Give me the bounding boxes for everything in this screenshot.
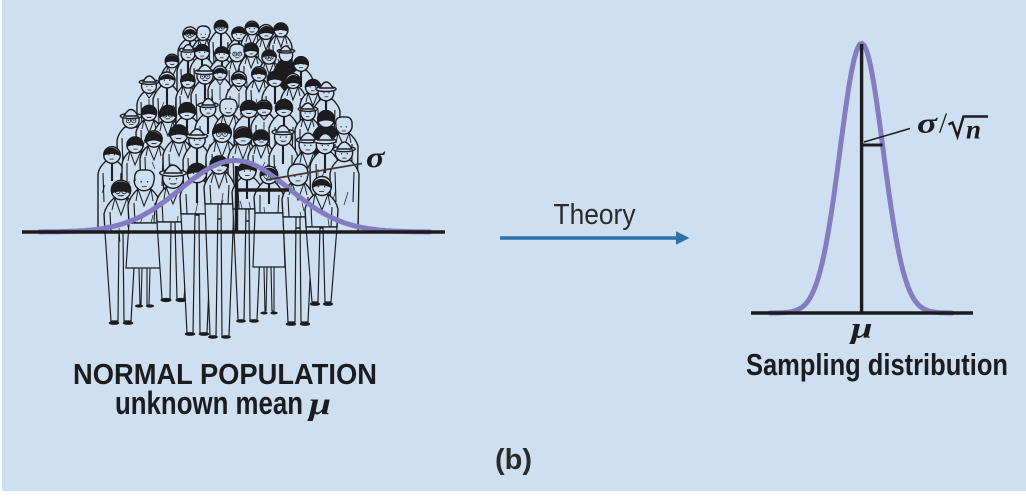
svg-text:unknown mean: unknown mean — [115, 385, 303, 421]
svg-text:μ: μ — [307, 385, 331, 421]
svg-text:Theory: Theory — [554, 199, 637, 231]
svg-text:Sampling distribution: Sampling distribution — [746, 347, 1008, 382]
svg-text:n: n — [966, 115, 981, 145]
svg-text:σ: σ — [366, 141, 385, 174]
svg-text:(b): (b) — [495, 444, 532, 476]
svg-text:σ: σ — [917, 108, 939, 140]
svg-text:/: / — [939, 108, 948, 140]
svg-text:NORMAL POPULATION: NORMAL POPULATION — [73, 359, 377, 391]
svg-text:μ: μ — [848, 312, 872, 345]
